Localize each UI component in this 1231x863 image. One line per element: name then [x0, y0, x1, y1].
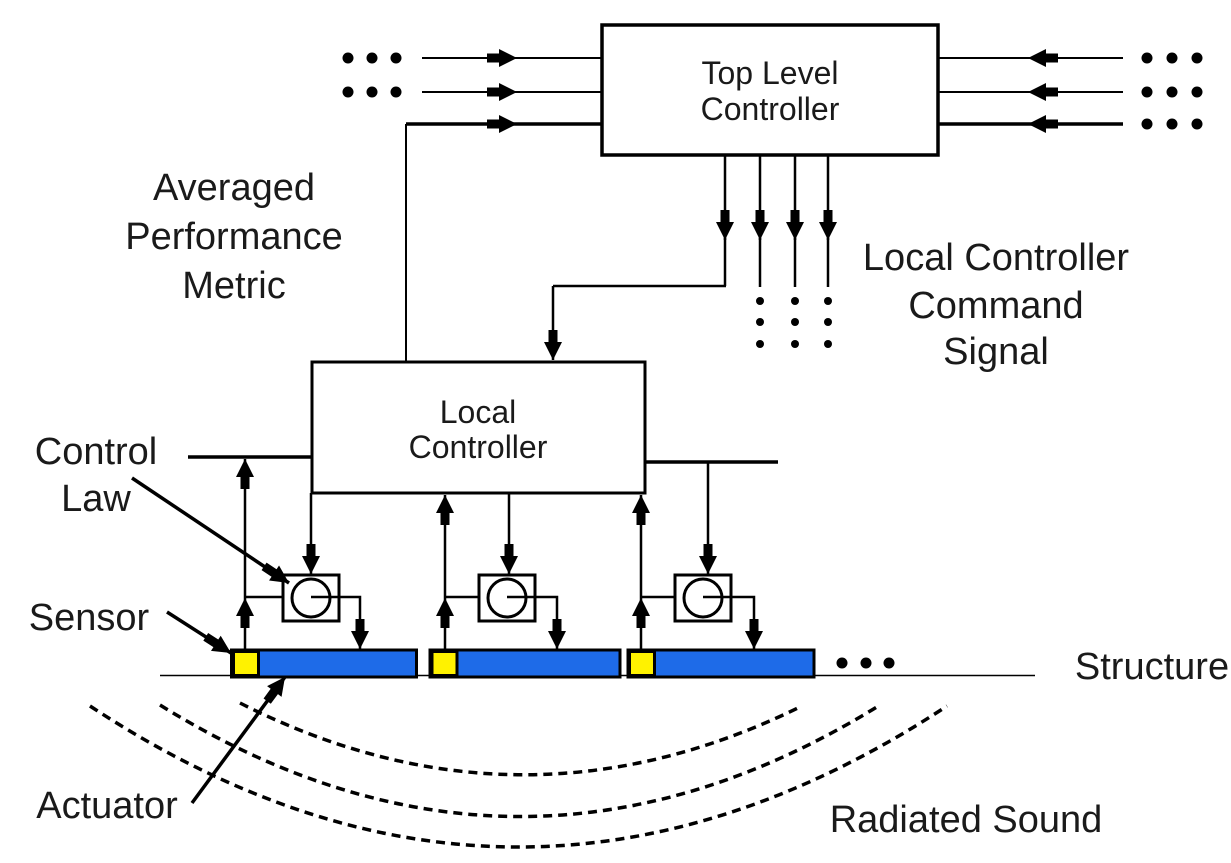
sensor-label: Sensor: [29, 597, 150, 639]
control-unit-1: [236, 459, 369, 650]
structure-ellipsis-dots: [836, 657, 895, 669]
actuator-arrow: [190, 675, 287, 805]
left-ellipsis-dots: [342, 52, 402, 98]
control-law-arrow: [131, 476, 290, 585]
control-unit-3: [632, 462, 763, 650]
local-controller-box: [310, 360, 647, 495]
radiated-sound-arc-outer: [89, 704, 948, 849]
control-unit-2: [436, 493, 566, 650]
actuator-sensor-bars: [230, 648, 895, 679]
radiated-sound-arc-inner: [239, 701, 803, 777]
actuator-bar-2: [428, 648, 622, 679]
actuator-label: Actuator: [36, 785, 178, 827]
right-input-signals: [938, 49, 1203, 133]
sensor-square-1: [232, 650, 260, 677]
right-ellipsis-dots: [1141, 52, 1203, 130]
local-controller-command-lines: [544, 155, 837, 360]
law-to-actuator-3: [703, 595, 763, 649]
radiated-sound-label: Radiated Sound: [830, 799, 1103, 841]
actuator-bar-1: [230, 648, 418, 679]
local-controller-command-signal-label-line2: Command: [908, 285, 1083, 327]
sensor-square-3: [628, 650, 656, 677]
law-to-actuator-2: [507, 595, 566, 649]
averaged-performance-metric-label-line3: Metric: [182, 265, 285, 307]
control-law-label-line2: Law: [61, 478, 131, 520]
top-level-controller: Top Level Controller: [600, 23, 940, 157]
top-level-controller-label-line1: Top Level: [702, 55, 839, 91]
averaged-performance-metric-label-line1: Averaged: [153, 167, 315, 209]
sensor-arrow: [166, 610, 232, 655]
top-level-controller-box: [600, 23, 940, 157]
radiated-sound-arcs: [89, 701, 948, 849]
left-input-signals: [342, 49, 602, 362]
control-law-label-line1: Control: [35, 431, 158, 473]
local-controller-command-signal-label-line1: Local Controller: [863, 237, 1129, 279]
law-to-actuator-1: [311, 595, 369, 649]
sensor-square-2: [430, 650, 459, 677]
text-labels: Averaged Performance Metric Local Contro…: [29, 167, 1229, 841]
averaged-performance-metric-label-line2: Performance: [125, 216, 343, 258]
local-controller-command-signal-label-line3: Signal: [943, 331, 1049, 373]
callout-arrows: [131, 476, 290, 805]
local-controller: Local Controller: [188, 360, 778, 495]
top-level-controller-label-line2: Controller: [701, 91, 840, 127]
command-ellipsis-dots: [756, 297, 832, 348]
local-controller-label-line1: Local: [440, 394, 517, 430]
structure-label: Structure: [1075, 646, 1229, 688]
local-controller-label-line2: Controller: [409, 429, 548, 465]
radiated-sound-arc-middle: [159, 703, 881, 819]
